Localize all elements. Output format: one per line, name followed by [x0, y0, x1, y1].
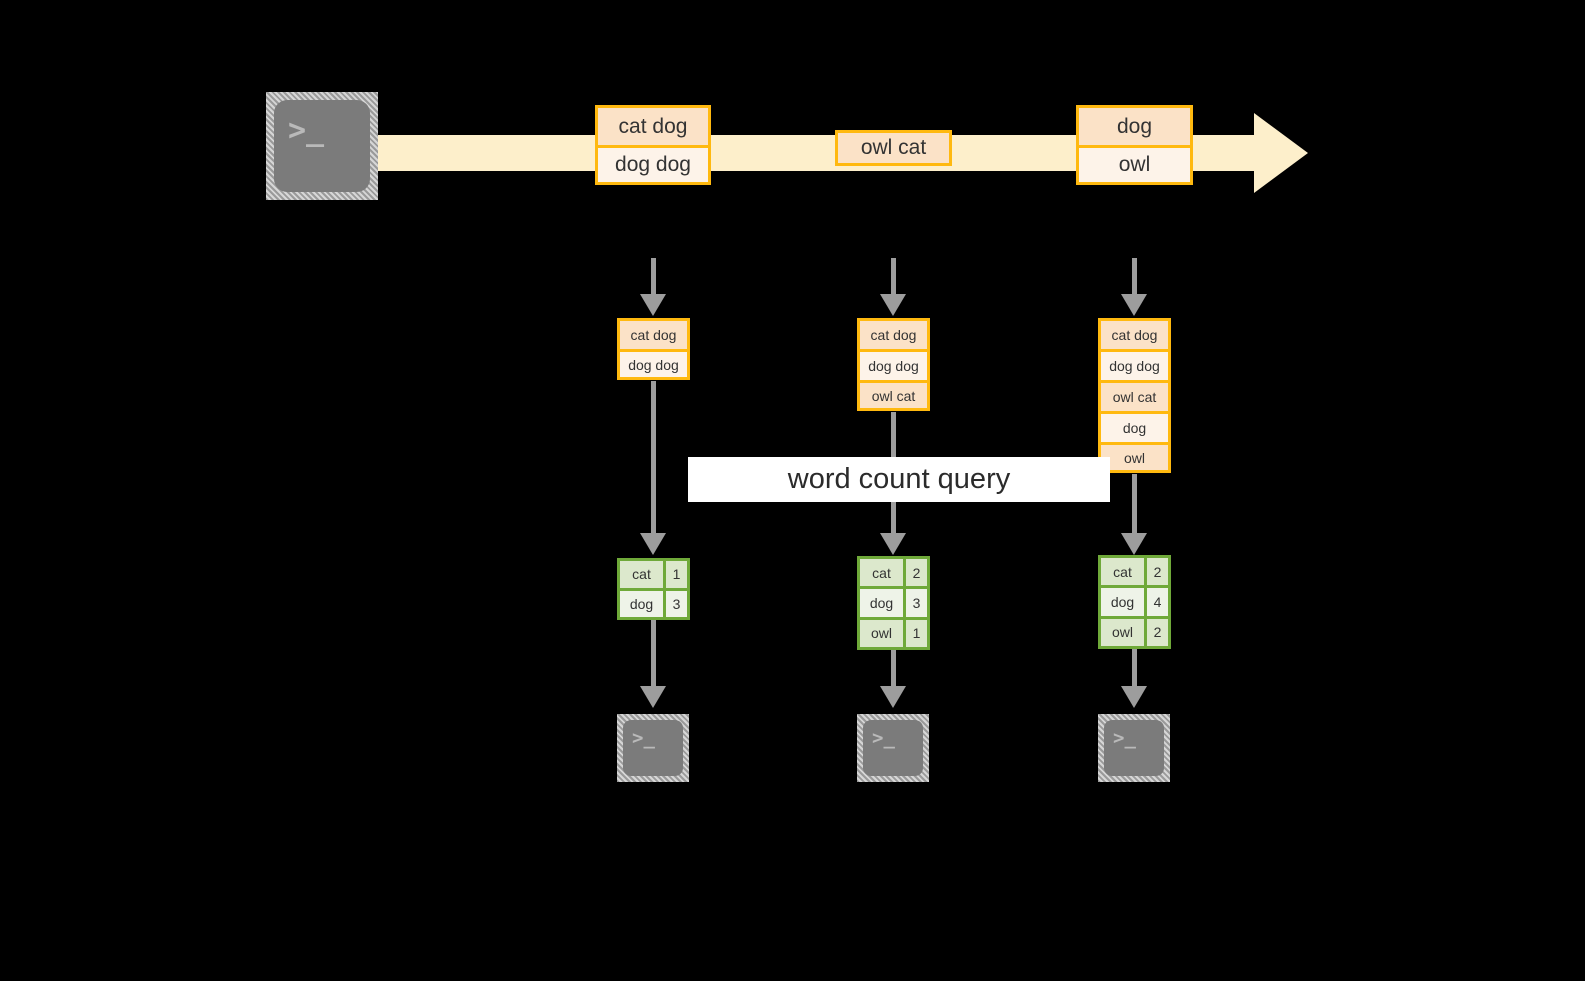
snapshot-record[interactable]: cat dog [1098, 318, 1171, 349]
table-row[interactable]: cat 2 [860, 559, 927, 587]
snapshot-to-result-arrowhead-3 [1121, 533, 1147, 555]
source-terminal-icon[interactable]: >_ [266, 92, 378, 200]
stream-group-3: dog owl [1076, 105, 1193, 185]
table-row[interactable]: owl 2 [1101, 615, 1168, 646]
stream-record[interactable]: dog dog [595, 145, 711, 185]
table-row[interactable]: cat 1 [620, 561, 687, 588]
table-row[interactable]: dog 3 [620, 587, 687, 617]
table-row[interactable]: dog 3 [860, 586, 927, 617]
snapshot-to-result-connector-1 [651, 381, 656, 537]
table-cell-word: cat [620, 561, 666, 588]
snapshot-record[interactable]: dog dog [857, 349, 930, 380]
terminal-prompt-glyph: >_ [288, 113, 325, 148]
snapshot-record[interactable]: owl [1098, 442, 1171, 473]
stream-to-snapshot-connector-2 [891, 258, 896, 298]
sink-terminal-icon-3[interactable]: >_ [1098, 714, 1170, 782]
table-row[interactable]: cat 2 [1101, 558, 1168, 586]
snapshot-to-result-arrowhead-1 [640, 533, 666, 555]
result-to-sink-arrowhead-3 [1121, 686, 1147, 708]
snapshot-3-result-table: cat 2 dog 4 owl 2 [1098, 555, 1171, 649]
stream-group-2: owl cat [835, 130, 952, 166]
snapshot-record[interactable]: dog [1098, 411, 1171, 442]
stream-to-snapshot-connector-1 [651, 258, 656, 298]
table-cell-word: cat [1101, 558, 1147, 586]
stream-to-snapshot-arrowhead-2 [880, 294, 906, 316]
snapshot-record[interactable]: owl cat [1098, 380, 1171, 411]
result-to-sink-connector-3 [1132, 649, 1137, 690]
sink-terminal-icon-2[interactable]: >_ [857, 714, 929, 782]
table-cell-word: dog [1101, 588, 1147, 616]
stream-record[interactable]: owl [1076, 145, 1193, 185]
table-cell-count: 3 [906, 589, 927, 617]
stream-to-snapshot-connector-3 [1132, 258, 1137, 298]
snapshot-to-result-arrowhead-2 [880, 533, 906, 555]
table-cell-word: dog [620, 590, 666, 617]
snapshot-1-records: cat dog dog dog [617, 318, 690, 380]
snapshot-record[interactable]: dog dog [617, 349, 690, 380]
query-label: word count query [688, 457, 1110, 502]
snapshot-1-result-table: cat 1 dog 3 [617, 558, 690, 620]
result-to-sink-connector-2 [891, 650, 896, 690]
terminal-body: >_ [1104, 720, 1164, 776]
stream-arrowhead [1254, 113, 1308, 193]
terminal-prompt-glyph: >_ [632, 727, 655, 749]
table-cell-count: 1 [906, 619, 927, 647]
table-row[interactable]: owl 1 [860, 616, 927, 647]
terminal-body: >_ [623, 720, 683, 776]
table-cell-count: 4 [1147, 588, 1168, 616]
table-cell-word: cat [860, 559, 906, 587]
snapshot-record[interactable]: cat dog [857, 318, 930, 349]
terminal-body: >_ [863, 720, 923, 776]
stream-group-1: cat dog dog dog [595, 105, 711, 185]
table-cell-count: 1 [666, 561, 687, 588]
snapshot-record[interactable]: cat dog [617, 318, 690, 349]
result-to-sink-arrowhead-2 [880, 686, 906, 708]
stream-record[interactable]: dog [1076, 105, 1193, 145]
snapshot-record[interactable]: dog dog [1098, 349, 1171, 380]
table-cell-count: 2 [906, 559, 927, 587]
table-cell-count: 2 [1147, 618, 1168, 646]
result-to-sink-arrowhead-1 [640, 686, 666, 708]
result-to-sink-connector-1 [651, 620, 656, 690]
stream-record[interactable]: cat dog [595, 105, 711, 145]
table-cell-word: owl [860, 619, 906, 647]
table-cell-word: dog [860, 589, 906, 617]
terminal-prompt-glyph: >_ [872, 727, 895, 749]
terminal-body: >_ [274, 100, 370, 192]
table-row[interactable]: dog 4 [1101, 585, 1168, 616]
stream-record[interactable]: owl cat [835, 130, 952, 166]
sink-terminal-icon-1[interactable]: >_ [617, 714, 689, 782]
table-cell-word: owl [1101, 618, 1147, 646]
stream-to-snapshot-arrowhead-3 [1121, 294, 1147, 316]
table-cell-count: 3 [666, 590, 687, 617]
table-cell-count: 2 [1147, 558, 1168, 586]
snapshot-2-result-table: cat 2 dog 3 owl 1 [857, 556, 930, 650]
snapshot-3-records: cat dog dog dog owl cat dog owl [1098, 318, 1171, 473]
snapshot-record[interactable]: owl cat [857, 380, 930, 411]
stream-to-snapshot-arrowhead-1 [640, 294, 666, 316]
snapshot-to-result-connector-3 [1132, 474, 1137, 537]
snapshot-2-records: cat dog dog dog owl cat [857, 318, 930, 411]
terminal-prompt-glyph: >_ [1113, 727, 1136, 749]
